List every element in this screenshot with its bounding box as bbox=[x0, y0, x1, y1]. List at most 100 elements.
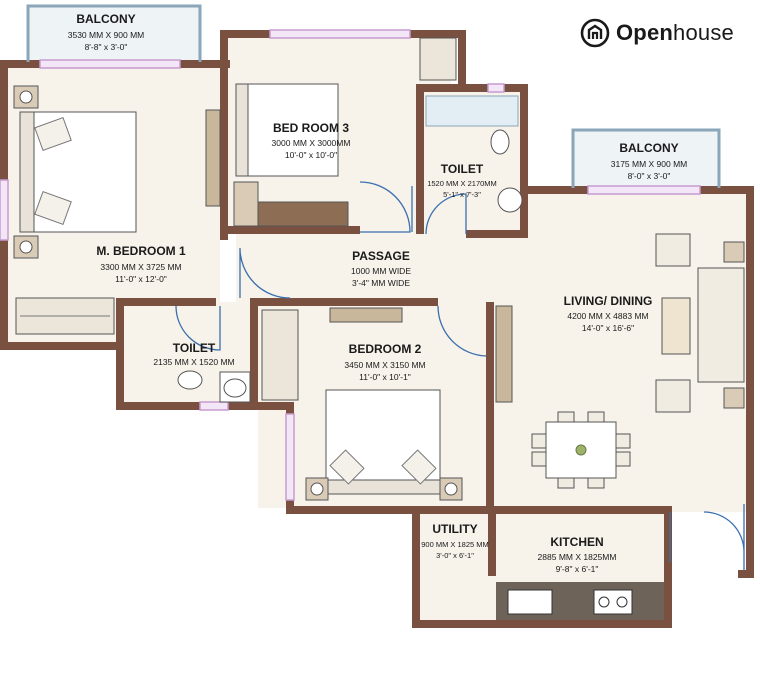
wash-basin bbox=[497, 187, 523, 213]
master-bedroom-dim-imperial: 11'-0" x 12'-0" bbox=[115, 274, 167, 284]
pillow bbox=[329, 449, 365, 485]
bedroom-3-dim-metric: 3000 MM X 3000MM bbox=[272, 138, 351, 148]
wall bbox=[116, 298, 216, 306]
master-bedroom-name: M. BEDROOM 1 bbox=[96, 244, 186, 258]
wall bbox=[286, 506, 494, 514]
chair bbox=[615, 451, 631, 467]
wall bbox=[416, 84, 424, 234]
passage-floor bbox=[236, 228, 528, 308]
wall bbox=[458, 30, 466, 92]
door-swing bbox=[175, 305, 221, 351]
balcony-2-dim-metric: 3175 MM X 900 MM bbox=[611, 159, 688, 169]
door-swing bbox=[437, 305, 487, 357]
utility-floor bbox=[420, 512, 494, 622]
shower-area bbox=[425, 95, 519, 127]
doors bbox=[175, 181, 745, 570]
wall bbox=[228, 226, 360, 234]
wall bbox=[412, 620, 672, 628]
wall bbox=[220, 30, 228, 240]
wall bbox=[116, 298, 124, 408]
utility-name: UTILITY bbox=[432, 522, 477, 536]
kitchen-dim-imperial: 9'-8" x 6'-1" bbox=[556, 564, 599, 574]
wash-basin bbox=[223, 378, 247, 398]
toilet-1-dim-metric: 1520 MM X 2170MM bbox=[427, 179, 497, 188]
living-dining-dim-imperial: 14'-0" x 16'-6" bbox=[582, 323, 634, 333]
wall bbox=[180, 60, 230, 68]
wall bbox=[700, 186, 754, 194]
coffee-table bbox=[661, 297, 691, 355]
living-dining-dim-metric: 4200 MM X 4883 MM bbox=[567, 311, 648, 321]
door-swing bbox=[239, 247, 291, 299]
toilet-1-name: TOILET bbox=[441, 162, 484, 176]
passage-dim-imperial: 3'-4" MM WIDE bbox=[352, 278, 410, 288]
kitchen-name: KITCHEN bbox=[550, 535, 603, 549]
tv-unit bbox=[329, 307, 403, 323]
hob bbox=[593, 589, 633, 615]
balcony-2-name: BALCONY bbox=[619, 141, 678, 155]
brand-logo: Openhouse bbox=[580, 16, 734, 50]
wc bbox=[490, 129, 510, 155]
lamp bbox=[310, 482, 324, 496]
pillow bbox=[401, 449, 437, 485]
wall bbox=[412, 506, 420, 626]
balcony-railings bbox=[26, 4, 721, 188]
chair bbox=[587, 477, 605, 489]
house-logo-icon bbox=[580, 18, 610, 48]
passage-name: PASSAGE bbox=[352, 249, 410, 263]
pillow bbox=[34, 116, 72, 152]
bedroom-2-furniture bbox=[261, 307, 463, 501]
wall bbox=[410, 30, 466, 38]
chair bbox=[531, 451, 547, 467]
window bbox=[487, 83, 505, 93]
pillow bbox=[34, 190, 72, 226]
lamp bbox=[19, 240, 33, 254]
burner bbox=[598, 596, 610, 608]
brand-name-bold: Open bbox=[616, 20, 674, 45]
dining-chairs bbox=[531, 411, 631, 489]
sofa bbox=[697, 267, 745, 383]
window bbox=[285, 413, 295, 501]
windows bbox=[0, 29, 701, 501]
burner bbox=[616, 596, 628, 608]
living-dining-name: LIVING/ DINING bbox=[564, 294, 653, 308]
utility-dim-metric: 900 MM X 1825 MM bbox=[421, 540, 489, 549]
wall bbox=[116, 402, 200, 410]
wall bbox=[228, 402, 294, 410]
balcony-2-floor bbox=[573, 130, 719, 188]
door-swing bbox=[359, 181, 411, 233]
sink bbox=[507, 589, 553, 615]
wc bbox=[177, 370, 203, 390]
passage-dim-metric: 1000 MM WIDE bbox=[351, 266, 411, 276]
wall bbox=[486, 302, 494, 508]
balcony-2-dim-imperial: 8'-0" x 3'-0" bbox=[628, 171, 671, 181]
side-table bbox=[723, 387, 745, 409]
utility-dim-imperial: 3'-0" x 6'-1" bbox=[436, 551, 474, 560]
bedroom-3-dim-imperial: 10'-0" x 10'-0" bbox=[285, 150, 337, 160]
wall bbox=[250, 298, 258, 408]
wall bbox=[416, 84, 488, 92]
wall bbox=[258, 298, 438, 306]
tv-unit bbox=[495, 305, 513, 403]
master-bedroom-dim-metric: 3300 MM X 3725 MM bbox=[100, 262, 181, 272]
wall bbox=[520, 186, 588, 194]
balcony-1-railing bbox=[26, 4, 202, 62]
toilet-1-fixtures bbox=[425, 95, 523, 213]
brand-name: Openhouse bbox=[616, 20, 734, 46]
side-table bbox=[723, 241, 745, 263]
nightstand bbox=[233, 181, 259, 227]
chair bbox=[557, 411, 575, 423]
wall bbox=[220, 30, 270, 38]
wardrobe bbox=[261, 309, 299, 401]
wall bbox=[664, 506, 672, 626]
chair bbox=[587, 411, 605, 423]
wall bbox=[0, 342, 124, 350]
toilet-2-name: TOILET bbox=[173, 341, 216, 355]
wall bbox=[488, 506, 496, 576]
centerpiece bbox=[575, 444, 587, 456]
door-swing bbox=[703, 504, 745, 570]
headboard bbox=[235, 83, 249, 177]
window bbox=[199, 401, 229, 411]
wall bbox=[0, 60, 40, 68]
lamp bbox=[19, 90, 33, 104]
